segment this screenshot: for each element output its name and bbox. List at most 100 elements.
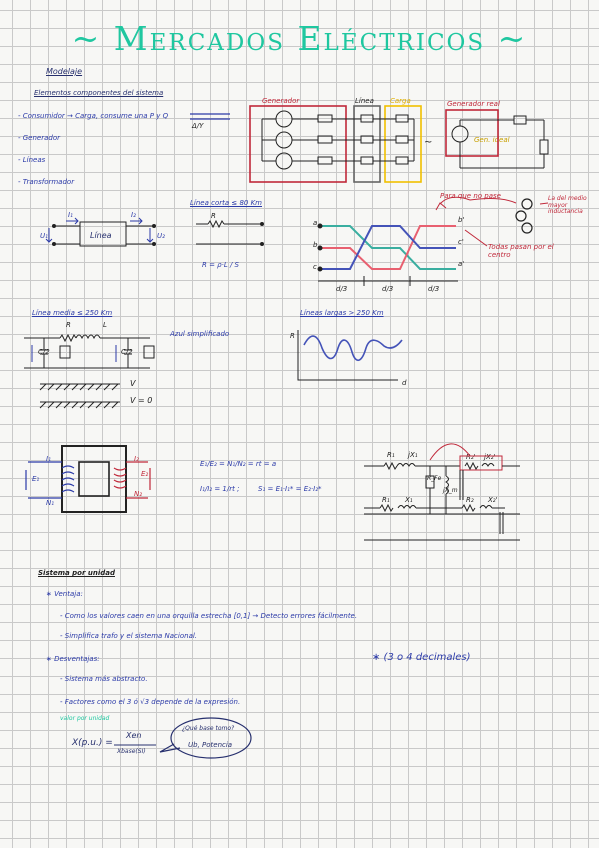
segment-label: d/3	[382, 285, 394, 293]
long-line-plot	[297, 330, 403, 381]
note-no-pase: Para que no pase	[440, 192, 501, 200]
label-i1: I₁	[46, 455, 51, 463]
three-phase-circuit	[261, 110, 415, 170]
real-generator-circuit	[451, 115, 549, 169]
label-v0: V = 0	[130, 396, 153, 405]
transformer-primary	[25, 461, 75, 499]
ventaja-title: ∗ Ventaja:	[46, 590, 83, 598]
short-line-diagram	[52, 221, 156, 247]
equivalent-circuit	[364, 455, 520, 541]
list-item: - Consumidor → Carga, consume una P y Q	[18, 112, 169, 120]
label-r: R	[66, 321, 71, 329]
label-c: C/2	[121, 348, 133, 356]
formula-denominator: Xbase(SI)	[117, 748, 146, 755]
desventaja-item: - Factores como el 3 ó √3 depende de la …	[60, 698, 241, 706]
label-i2: I₂	[131, 211, 136, 219]
segment-label: d/3	[428, 285, 440, 293]
page-title: ~ Mercados Eléctricos ~	[71, 19, 528, 58]
transposition-diagram	[320, 225, 456, 270]
ventaja-item: - Como los valores caen en una orquilla …	[60, 612, 358, 620]
label-i1: I₁	[68, 211, 73, 219]
desventaja-item: - Sistema más abstracto.	[60, 675, 148, 683]
transposition-dimension	[317, 223, 458, 286]
list-item: - Generador	[18, 134, 60, 142]
label-n2: N₂	[134, 490, 143, 498]
label-generador-real: Generador real	[447, 100, 500, 108]
conductor-bundle	[515, 198, 533, 234]
three-phase-symbol	[190, 113, 230, 120]
equation-ratio: E₁/E₂ = N₁/N₂ = rt = a	[200, 460, 277, 468]
label-r: R	[211, 212, 216, 220]
label-i2: I₂	[134, 455, 139, 463]
note-simplificado: Azul simplificado	[170, 330, 230, 338]
list-item: - Líneas	[18, 156, 46, 164]
label-x3: X₂'	[488, 496, 498, 504]
label-r: R₁	[382, 496, 390, 504]
label-e1: E₁	[32, 475, 40, 483]
transformer-core	[61, 445, 127, 513]
equation-current: I₁/I₂ = 1/rt ;	[200, 485, 240, 493]
label-n1: N₁	[46, 499, 55, 507]
label-e2: E₂	[141, 470, 149, 478]
note-centro: Todas pasan por el centro	[488, 243, 554, 260]
short-line-arrows	[45, 217, 154, 243]
label-gen-ideal: Gen. ideal	[474, 136, 510, 144]
formula-numerator: Xen	[126, 731, 142, 740]
three-phase-label: Δ/Y	[192, 122, 204, 130]
phase-label-out: c'	[458, 238, 464, 246]
label-l: L	[103, 321, 107, 329]
label-u1: U₁	[40, 232, 48, 240]
phase-label: b	[313, 241, 318, 249]
note-inductancia: La del medio mayor inductancia	[548, 195, 587, 216]
list-item: - Transformador	[18, 178, 75, 186]
heading-lineas-largas: Líneas largas > 250 Km	[300, 309, 384, 317]
formula-lhs: X(p.u.) =	[72, 738, 113, 748]
ventaja-item: - Simplifica trafo y el sistema Nacional…	[60, 632, 198, 640]
per-unit-label: valor por unidad	[60, 715, 110, 722]
note-decimales: ∗ (3 o 4 decimales)	[372, 652, 471, 663]
label-linea: Línea	[355, 97, 374, 105]
medium-line-circuit	[24, 333, 155, 403]
axis-label-y: R	[290, 332, 295, 340]
question-bubble	[159, 717, 252, 759]
label-r3: R₂	[466, 496, 474, 504]
transformer-secondary	[113, 461, 151, 499]
label-x: X₁	[405, 496, 413, 504]
equation-power: S₁ = E₁·I₁* = E₂·I₂*	[258, 485, 322, 493]
section-heading-sistema: Sistema por unidad	[38, 569, 115, 577]
formula-resistance: R = ρ·L / S	[202, 261, 239, 269]
label-x1: jX₁	[408, 451, 418, 459]
heading-linea-corta: Línea corta ≤ 80 Km	[190, 199, 263, 207]
segment-label: d/3	[336, 285, 348, 293]
circuit-annotation-arrow	[429, 443, 471, 461]
axis-label-x: d	[402, 379, 407, 387]
phase-label: c	[313, 263, 317, 271]
subheading-components: Elementos componentes del sistema	[34, 89, 164, 97]
label-r1: R₁	[387, 451, 395, 459]
section-heading-modelaje: Modelaje	[46, 67, 83, 76]
label-u2: U₂	[157, 232, 165, 240]
label-generador: Generador	[262, 97, 300, 105]
short-line-resistor	[196, 219, 264, 246]
generator-box	[249, 105, 499, 183]
label-v: V	[130, 379, 136, 388]
line-box-label: Línea	[90, 231, 112, 240]
bubble-question: ¿Qué base tomo?	[182, 725, 235, 732]
desventaja-title: ∗ Desventajas:	[46, 655, 100, 663]
label-c: C/2	[38, 348, 50, 356]
medium-line-hatch	[39, 383, 119, 409]
label-x2: jX₂'	[484, 453, 496, 461]
label-r2: R₂'	[466, 453, 476, 461]
label-xm: jX_m	[443, 487, 458, 494]
red-annotation-arrows	[435, 196, 549, 247]
phase-label: a	[313, 219, 318, 227]
phase-label-out: b'	[458, 216, 465, 224]
bubble-answer: Ub, Potencia	[188, 741, 233, 749]
phase-label-out: a'	[458, 260, 465, 268]
heading-linea-media: Línea media ≤ 250 Km	[32, 309, 113, 317]
label-carga: Carga	[390, 97, 411, 105]
tilde-symbol: ~	[424, 137, 433, 148]
medium-line-blue-overlay	[31, 345, 117, 362]
